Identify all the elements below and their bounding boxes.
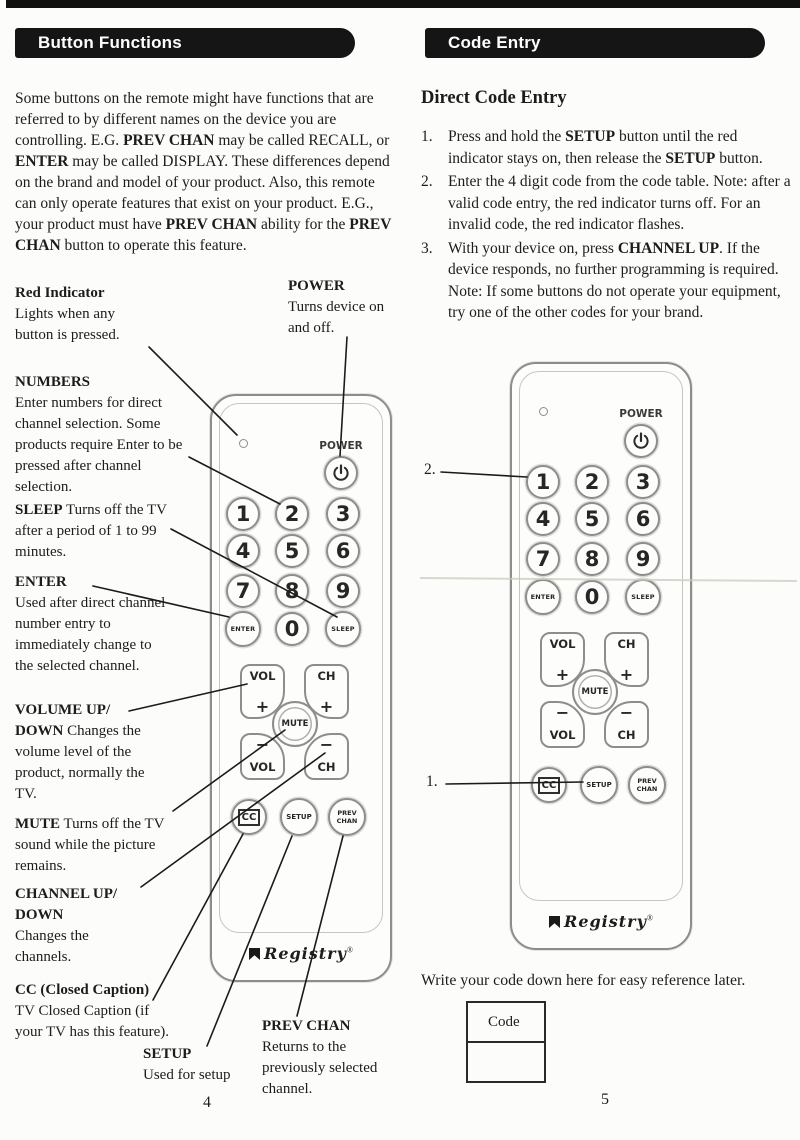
enter-button: ENTER	[525, 579, 561, 615]
cc-button: CC	[531, 767, 567, 803]
digit-7-button: 7	[526, 542, 560, 576]
power-button	[324, 456, 358, 490]
step-2: 2. Enter the 4 digit code from the code …	[421, 171, 795, 236]
digit-2-button: 2	[575, 465, 609, 499]
sleep-button: SLEEP	[325, 611, 361, 647]
pointer-label-2: 2.	[424, 461, 436, 478]
digit-1-button: 1	[226, 497, 260, 531]
step-number: 2.	[421, 173, 433, 190]
section-banner-button-functions: Button Functions	[15, 28, 355, 58]
red-indicator-dot	[539, 407, 548, 416]
setup-button: SETUP	[580, 766, 618, 804]
step-text: Press and hold the SETUP button until th…	[448, 128, 763, 167]
digit-8-button: 8	[275, 574, 309, 608]
remote-left-illustration: POWER 1 2 3 4 5 6 7 8 9 ENTER 0 SLEEP VO…	[210, 394, 392, 982]
digit-9-button: 9	[626, 542, 660, 576]
remote-faceplate-outline	[519, 371, 683, 901]
callout-cc: CC (Closed Caption)TV Closed Caption (if…	[15, 982, 169, 1040]
code-write-box: Code	[466, 1001, 546, 1083]
power-label: POWER	[319, 440, 363, 452]
remote-right-illustration: POWER 1 2 3 4 5 6 7 8 9 ENTER 0 SLEEP VO…	[510, 362, 692, 950]
scan-edge-strip	[6, 0, 800, 8]
enter-button: ENTER	[225, 611, 261, 647]
digit-6-button: 6	[326, 534, 360, 568]
digit-3-button: 3	[326, 497, 360, 531]
digit-0-button: 0	[575, 580, 609, 614]
step-number: 1.	[421, 128, 433, 145]
direct-code-entry-heading: Direct Code Entry	[421, 88, 567, 108]
digit-3-button: 3	[626, 465, 660, 499]
code-entry-steps: 1. Press and hold the SETUP button until…	[421, 126, 795, 326]
cc-glyph: CC	[237, 808, 261, 826]
write-code-note: Write your code down here for easy refer…	[421, 972, 746, 989]
digit-6-button: 6	[626, 502, 660, 536]
code-box-label: Code	[468, 1003, 544, 1043]
digit-5-button: 5	[575, 502, 609, 536]
sleep-button: SLEEP	[625, 579, 661, 615]
step-number: 3.	[421, 239, 433, 257]
digit-1-button: 1	[526, 465, 560, 499]
callout-mute: MUTE Turns off the TV sound while the pi…	[15, 816, 165, 874]
digit-2-button: 2	[275, 497, 309, 531]
mute-button: MUTE	[272, 701, 318, 747]
power-icon	[633, 432, 649, 449]
cc-glyph: CC	[537, 776, 561, 794]
digit-8-button: 8	[575, 542, 609, 576]
pointer-label-1: 1.	[426, 773, 438, 790]
digit-9-button: 9	[326, 574, 360, 608]
step-text: Enter the 4 digit code from the code tab…	[448, 173, 791, 233]
digit-0-button: 0	[275, 612, 309, 646]
digit-4-button: 4	[526, 502, 560, 536]
banner-label: Code Entry	[448, 33, 541, 52]
mute-button: MUTE	[572, 669, 618, 715]
digit-5-button: 5	[275, 534, 309, 568]
code-box-blank-cell	[468, 1043, 544, 1081]
flag-icon	[249, 948, 261, 960]
step-text: With your device on, press CHANNEL UP. I…	[448, 239, 781, 322]
power-icon	[333, 464, 349, 481]
callout-sleep: SLEEP Turns off the TV after a period of…	[15, 502, 167, 560]
digit-7-button: 7	[226, 574, 260, 608]
power-button	[624, 424, 658, 458]
banner-label: Button Functions	[38, 33, 182, 52]
intro-paragraph: Some buttons on the remote might have fu…	[15, 90, 392, 254]
brand-logo: Registry®	[512, 912, 690, 932]
cc-button: CC	[231, 799, 267, 835]
digit-4-button: 4	[226, 534, 260, 568]
section-banner-code-entry: Code Entry	[425, 28, 765, 58]
setup-button: SETUP	[280, 798, 318, 836]
volume-up-button: VOL+	[540, 632, 585, 687]
flag-icon	[549, 916, 561, 928]
step-1: 1. Press and hold the SETUP button until…	[421, 126, 795, 169]
callout-volume: VOLUME UP/ DOWN Changes the volume level…	[15, 702, 145, 802]
channel-down-button: −CH	[604, 701, 649, 748]
step-3: 3. With your device on, press CHANNEL UP…	[421, 238, 795, 324]
page-number-left: 4	[203, 1094, 211, 1111]
channel-up-button: CH+	[604, 632, 649, 687]
power-label: POWER	[619, 408, 663, 420]
red-indicator-dot	[239, 439, 248, 448]
brand-logo: Registry®	[212, 944, 390, 964]
page-number-right: 5	[601, 1091, 609, 1108]
